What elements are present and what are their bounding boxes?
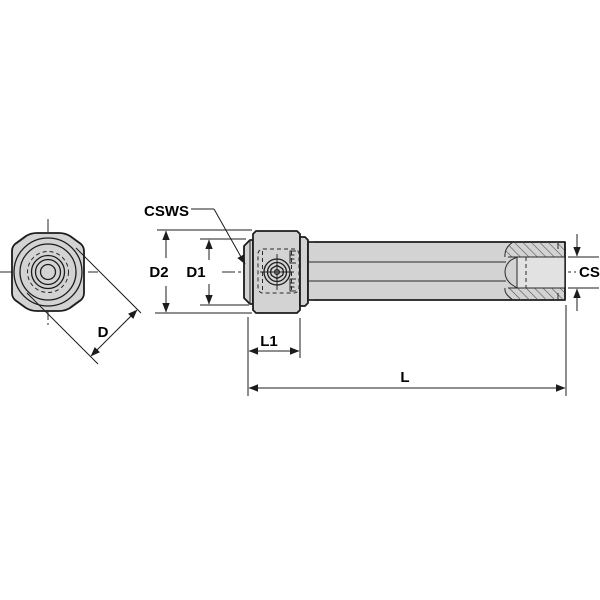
l-label: L (400, 369, 409, 386)
dimension-cs: CS (568, 234, 600, 311)
clamp-rail-top (289, 250, 296, 264)
collar (243, 239, 254, 305)
break-line-bottom (504, 287, 514, 301)
front-hidden-thread-circle (27, 251, 69, 293)
break-line-top (504, 241, 514, 258)
dimension-d1: D1 (186, 238, 249, 306)
clamp-screw (260, 254, 294, 290)
hatch-band-bottom (504, 288, 565, 300)
dimension-l1: L1 (247, 317, 301, 396)
csws-leader-arrow (213, 208, 246, 265)
front-outer-circle (13, 237, 83, 307)
clamp-pocket-hidden (257, 248, 300, 294)
front-view (0, 219, 98, 325)
clamp-rail-bottom (289, 278, 296, 292)
dimension-d2: D2 (149, 229, 252, 314)
front-facet-bottom-right (68, 299, 81, 309)
screw-center-dot (273, 268, 281, 276)
shaft-end-section (504, 241, 566, 301)
screw-head-circle (263, 258, 291, 286)
side-view (222, 230, 576, 314)
front-counterbore-circle (34, 258, 62, 286)
dimension-d: D (26, 247, 142, 365)
front-facet-top-left (15, 235, 28, 245)
csws-label: CSWS (144, 203, 189, 220)
front-cylinder-circle (19, 243, 77, 301)
hatch-band-top (504, 242, 565, 257)
cs-label: CS (579, 264, 600, 281)
d-label: D (98, 324, 109, 341)
dimension-l: L (248, 305, 567, 396)
end-slot-fill (517, 257, 565, 288)
flange (299, 236, 309, 307)
screw-seat-circle (266, 261, 288, 283)
d-dimline-upper (113, 309, 138, 334)
d1-label: D1 (186, 264, 205, 281)
end-slot-cap (504, 256, 518, 289)
front-center-hole-circle (39, 263, 57, 281)
screw-torx-socket (269, 264, 285, 280)
d2-label: D2 (149, 264, 168, 281)
callout-csws: CSWS (144, 203, 246, 265)
d-extension-lower (26, 292, 99, 365)
l1-label: L1 (260, 333, 278, 350)
d-extension-upper (75, 247, 142, 314)
d-dimline-lower (90, 332, 115, 357)
front-shank-body (11, 232, 85, 312)
front-bore-circle (30, 254, 66, 290)
